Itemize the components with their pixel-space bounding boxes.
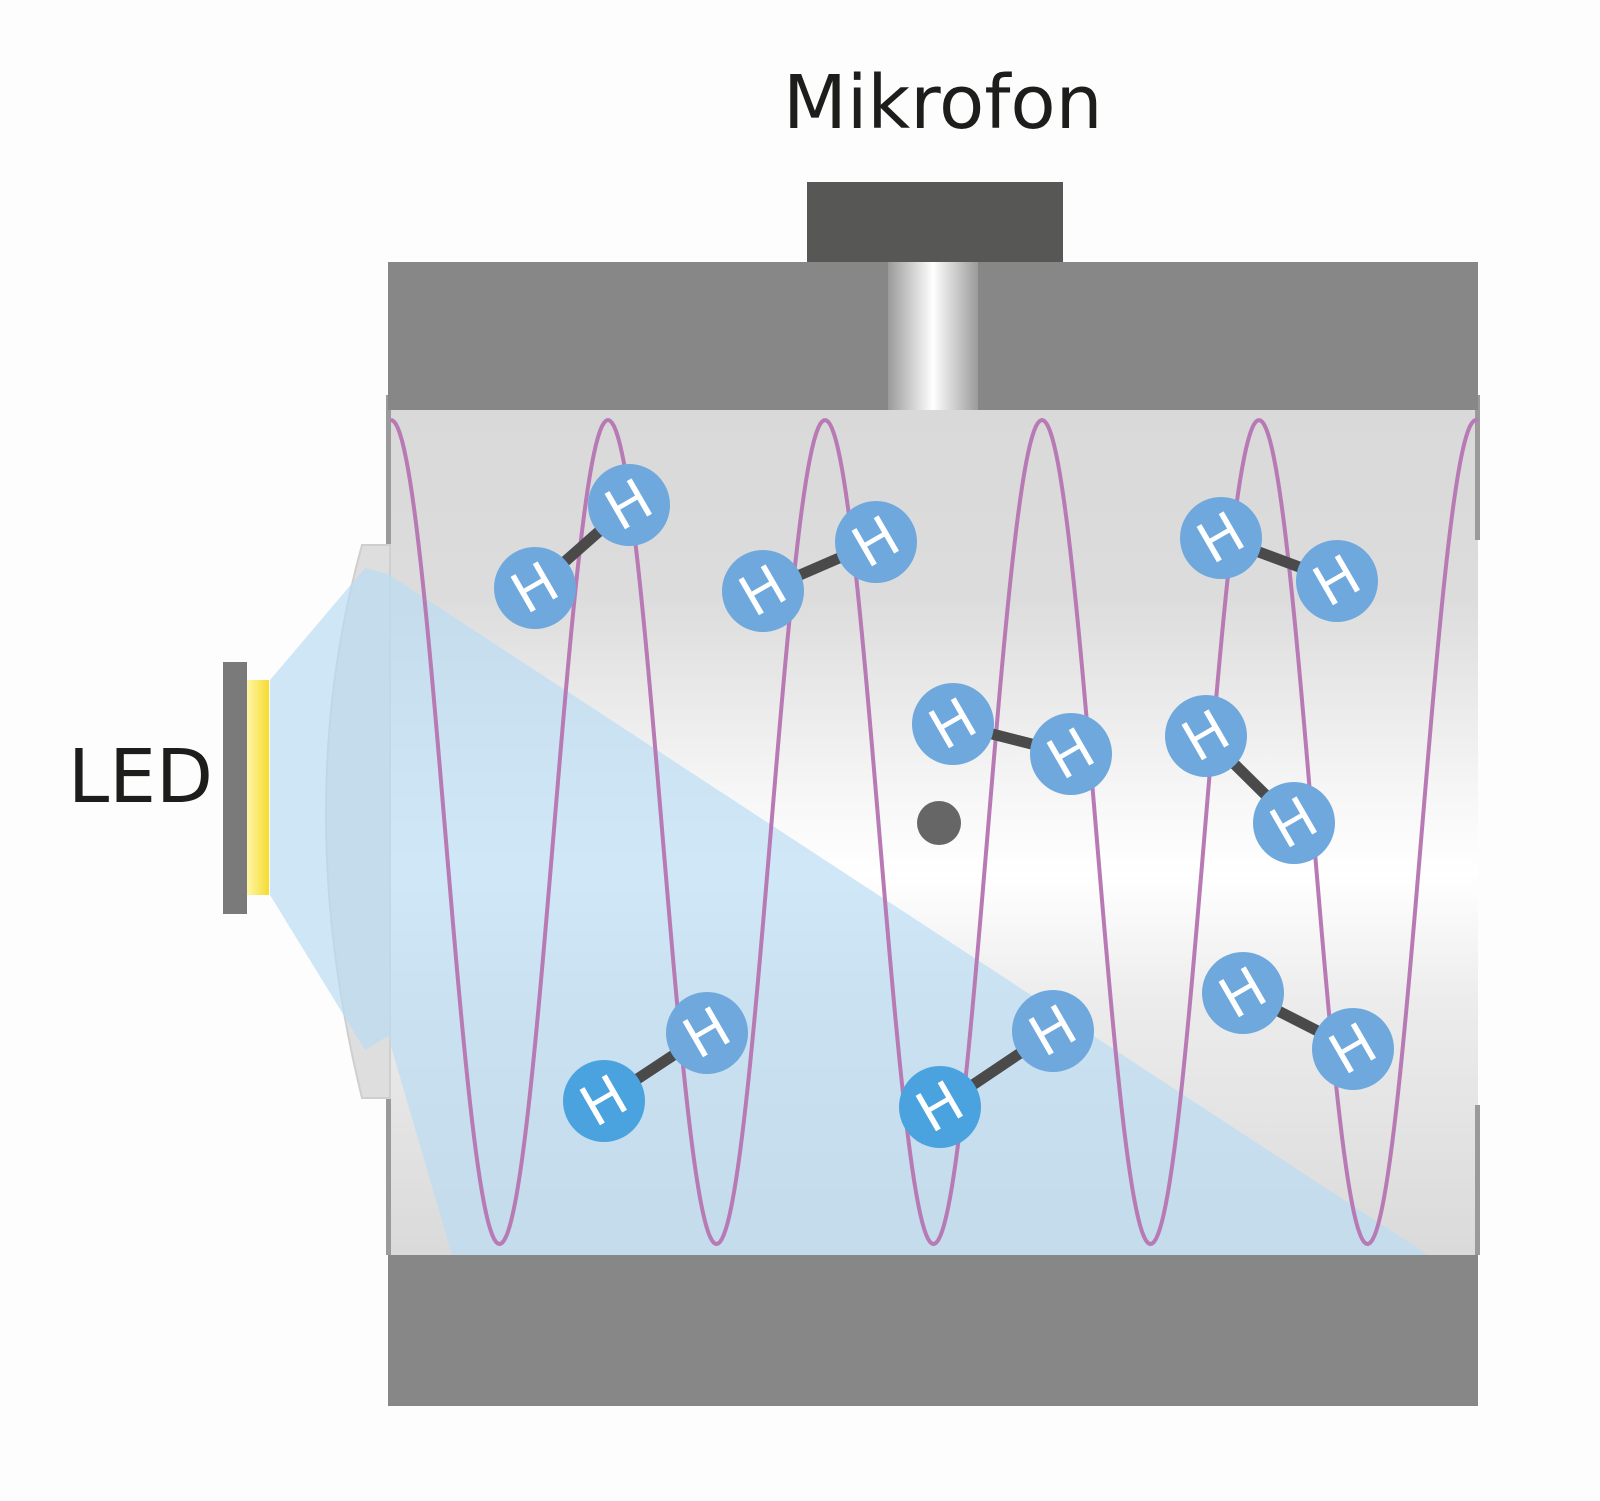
hydrogen-atom: H (1253, 782, 1335, 864)
molecule-8: HH (1202, 952, 1394, 1090)
hydrogen-atom: H (1165, 695, 1247, 777)
hydrogen-atom: H (563, 1060, 645, 1142)
hydrogen-atom: H (899, 1066, 981, 1148)
housing-bottom (388, 1255, 1478, 1406)
led-label: LED (68, 734, 213, 820)
molecule-7: HH (899, 990, 1094, 1148)
hydrogen-atom: H (912, 683, 994, 765)
hydrogen-atom: H (1012, 990, 1094, 1072)
hydrogen-atom: H (722, 550, 804, 632)
hydrogen-atom: H (1312, 1008, 1394, 1090)
hydrogen-atom: H (1202, 952, 1284, 1034)
chamber-right-wall-upper (1475, 395, 1480, 540)
chamber-left-wall-lower (386, 1095, 391, 1255)
particle-dot (917, 801, 961, 845)
hydrogen-atom: H (1296, 540, 1378, 622)
molecule-2: HH (722, 501, 917, 632)
hydrogen-atom: H (494, 547, 576, 629)
hydrogen-atom: H (1180, 497, 1262, 579)
hydrogen-atom: H (588, 464, 670, 546)
chamber-left-wall-upper (386, 395, 391, 545)
molecule-5: HH (1165, 695, 1335, 864)
led-emitter (247, 680, 269, 895)
molecule-6: HH (563, 992, 748, 1142)
molecule-1: HH (494, 464, 670, 629)
acoustic-standing-wave (390, 417, 1479, 1247)
hydrogen-atom: H (666, 992, 748, 1074)
microphone-channel (888, 262, 978, 410)
microphone-label: Mikrofon (783, 60, 1103, 146)
molecule-3: HH (1180, 497, 1378, 622)
microphone-body (807, 182, 1063, 262)
chamber-right-wall-lower (1475, 1105, 1480, 1255)
hydrogen-atom: H (1030, 713, 1112, 795)
led-mount (223, 662, 247, 914)
hydrogen-atom: H (835, 501, 917, 583)
